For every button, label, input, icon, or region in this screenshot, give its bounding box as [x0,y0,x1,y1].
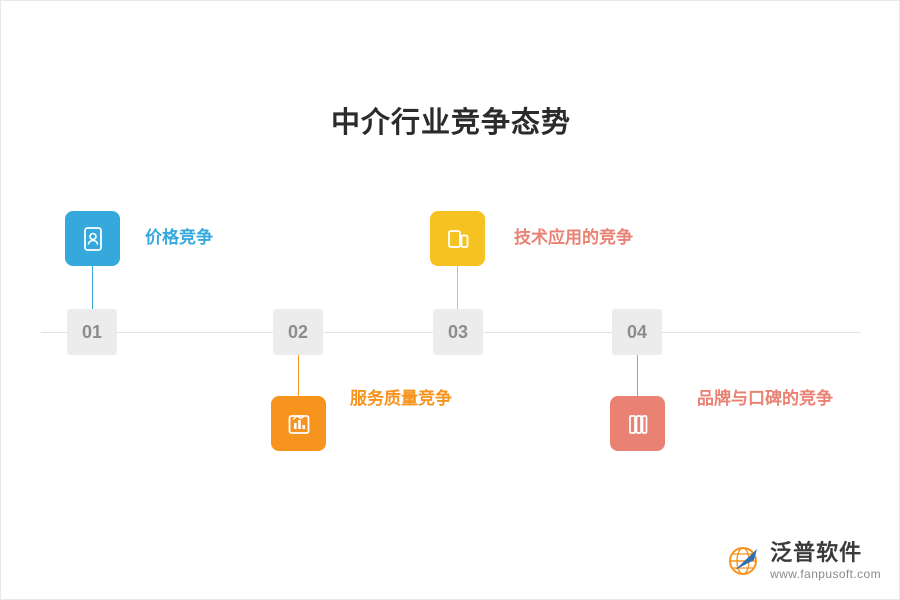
step-icon-02[interactable] [271,396,326,451]
step-number-03: 03 [433,309,483,355]
connector-02 [298,355,299,396]
page-title: 中介行业竞争态势 [330,107,571,139]
connector-01 [92,266,93,309]
bar-chart-box-icon [285,410,313,438]
step-label-02: 服务质量竞争 [350,389,452,408]
step-icon-04[interactable] [610,396,665,451]
step-icon-01[interactable] [65,211,120,266]
step-label-01: 价格竞争 [145,228,213,247]
step-number-02: 02 [273,309,323,355]
connector-04 [637,355,638,396]
globe-arrow-logo-icon [727,543,763,579]
step-label-04: 品牌与口碑的竞争 [697,389,833,408]
books-icon [624,410,652,438]
connector-03 [457,266,458,309]
step-number-01: 01 [67,309,117,355]
logo-text-wrap: 泛普软件 www.fanpusoft.com [770,541,881,581]
devices-icon [444,225,472,253]
step-icon-03[interactable] [430,211,485,266]
brand-logo: 泛普软件 www.fanpusoft.com [727,541,881,581]
logo-url: www.fanpusoft.com [770,567,881,581]
step-number-04: 04 [612,309,662,355]
id-card-icon [79,225,107,253]
logo-name: 泛普软件 [770,539,863,565]
step-label-03: 技术应用的竞争 [514,228,633,247]
